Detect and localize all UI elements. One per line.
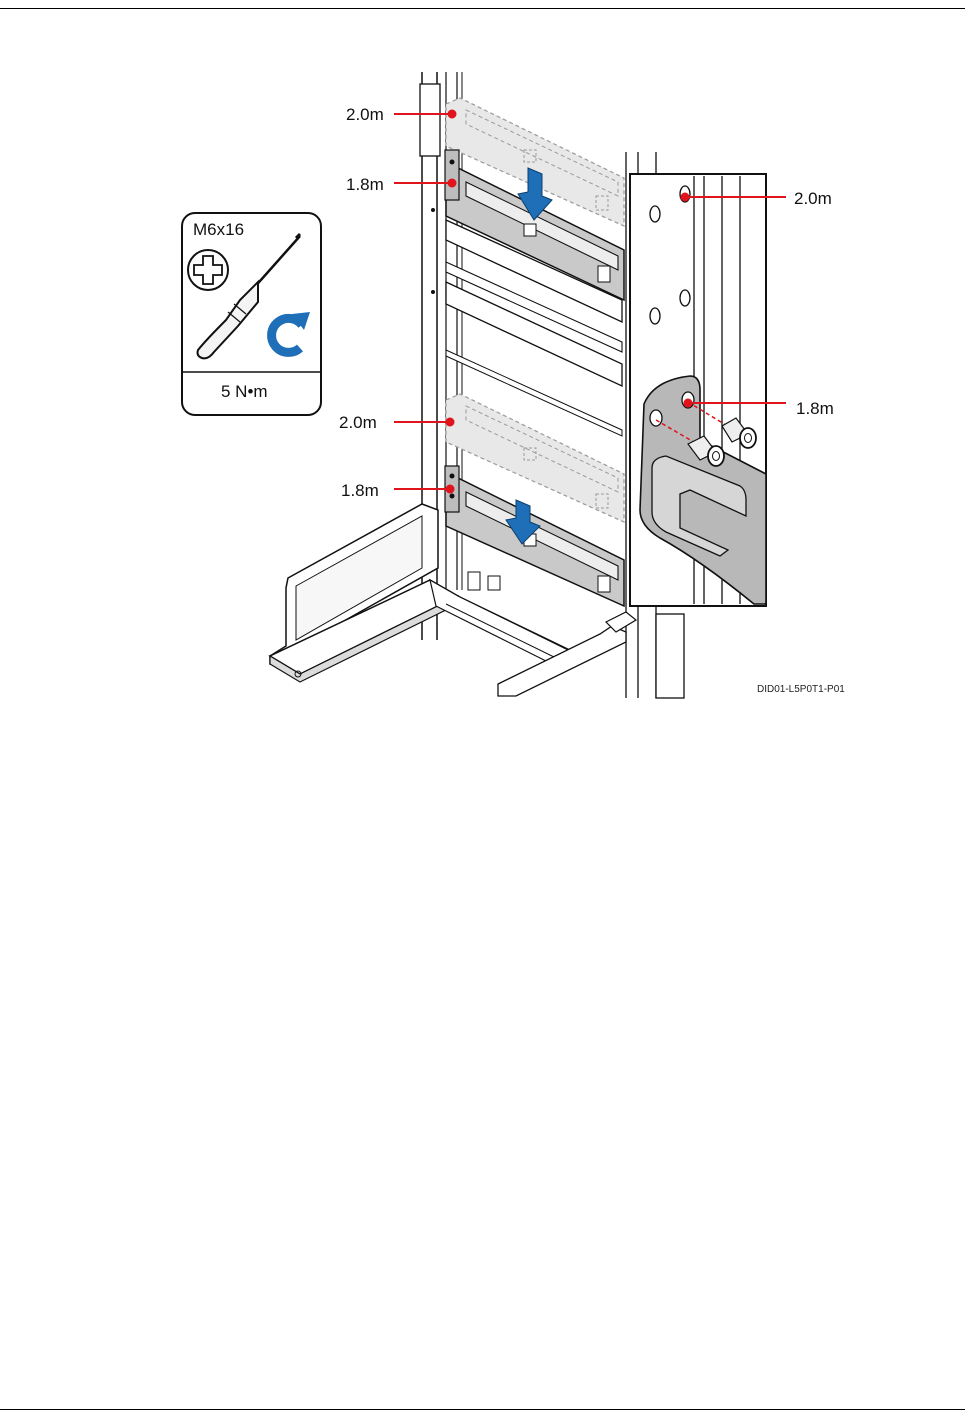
detail-inset [630, 174, 766, 606]
base-tray [270, 504, 636, 696]
callout-lower-2-0: 2.0m [339, 413, 377, 432]
callout-upper-1-8: 1.8m [346, 175, 384, 194]
callout-detail-2-0: 2.0m [794, 189, 832, 208]
callout-lower-1-8: 1.8m [341, 481, 379, 500]
screw-spec-label: M6x16 [193, 220, 244, 239]
torque-label: 5 N•m [221, 382, 268, 401]
tool-spec-box: M6x16 5 N•m [182, 213, 321, 415]
callout-upper-2-0: 2.0m [346, 105, 384, 124]
figure-code: DID01-L5P0T1-P01 [757, 684, 845, 695]
callout-detail-1-8: 1.8m [796, 399, 834, 418]
phillips-head-icon [188, 250, 228, 290]
